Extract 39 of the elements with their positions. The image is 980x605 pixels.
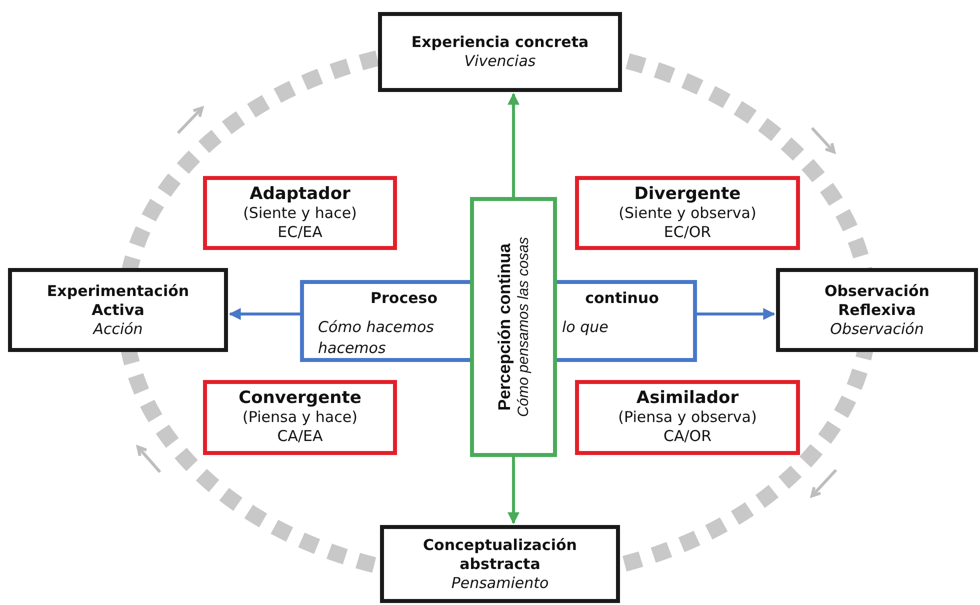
- process-description: Cómo hacemos hacemos: [318, 317, 435, 359]
- learning-style-box: [203, 380, 397, 455]
- stage-subtitle: Pensamiento: [451, 574, 549, 592]
- arrow: [508, 92, 520, 197]
- style-description: (Piensa y observa): [618, 408, 757, 427]
- perception-title: Percepción continua: [494, 243, 514, 411]
- style-description: (Piensa y hace): [242, 408, 358, 427]
- style-code: EC/OR: [664, 222, 712, 242]
- learning-style-box: [575, 380, 800, 455]
- learning-style-box: [203, 176, 397, 250]
- stage-subtitle: Observación: [830, 320, 924, 338]
- style-code: EC/EA: [278, 222, 322, 242]
- perception-subtitle: Cómo pensamos las cosas: [514, 236, 532, 418]
- style-code: CA/OR: [663, 427, 712, 446]
- style-description: (Siente y observa): [618, 204, 756, 222]
- style-description: (Siente y hace): [243, 204, 357, 222]
- stage-box: [380, 525, 620, 603]
- style-title: Adaptador: [250, 184, 350, 204]
- perception-box: [470, 197, 557, 457]
- arrow: [228, 308, 300, 320]
- stage-box: [378, 12, 622, 92]
- stage-title: Observación Reflexiva: [824, 282, 930, 320]
- stage-title: Experiencia concreta: [410, 33, 590, 52]
- stage-title: Conceptualización abstracta: [422, 536, 578, 574]
- stage-subtitle: Vivencias: [464, 52, 536, 71]
- learning-style-box: [575, 176, 800, 250]
- style-title: Convergente: [238, 389, 362, 408]
- process-description: lo que: [562, 317, 610, 338]
- process-title: continuo: [584, 288, 660, 309]
- stage-subtitle: Acción: [93, 320, 143, 338]
- style-title: Divergente: [634, 184, 741, 204]
- stage-title: Experimentación Activa: [46, 282, 190, 320]
- style-code: CA/EA: [277, 427, 323, 446]
- stage-box: [8, 268, 228, 352]
- stage-box: [776, 268, 978, 352]
- style-title: Asimilador: [636, 389, 739, 408]
- arrow: [508, 457, 520, 524]
- process-title: Proceso: [370, 288, 438, 309]
- arrow: [697, 308, 776, 320]
